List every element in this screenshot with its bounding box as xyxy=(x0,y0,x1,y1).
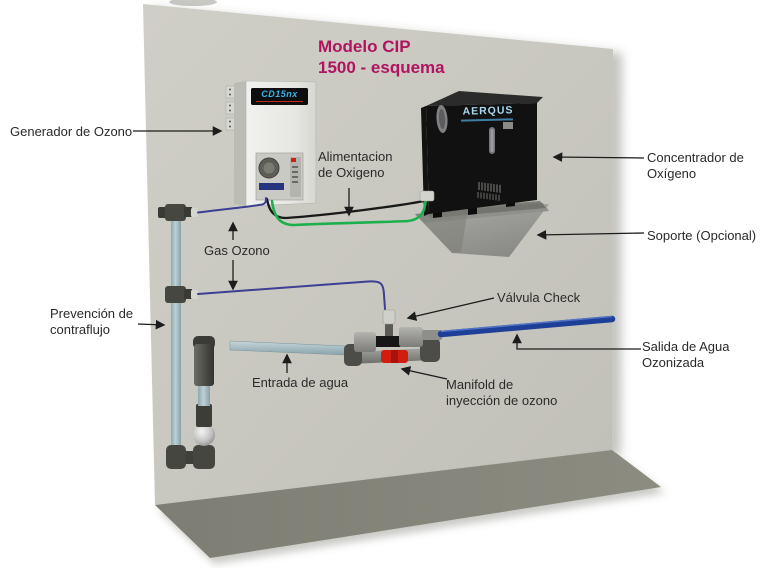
ozonated-water-pipe xyxy=(437,315,616,338)
injection-manifold xyxy=(344,309,442,366)
pipe-fitting xyxy=(196,404,212,427)
check-valve xyxy=(382,309,396,325)
arrow-soporte xyxy=(536,229,645,240)
label-soporte-opcional: Soporte (Opcional) xyxy=(647,228,757,243)
top-edge-shadow xyxy=(169,0,217,6)
generator-logo-underline xyxy=(256,101,303,102)
diagram-title: Modelo CIP 1500 - esquema xyxy=(318,37,445,78)
concentrator-front-face xyxy=(426,103,537,214)
small-label xyxy=(503,122,513,129)
arrow-salida xyxy=(512,333,641,350)
ozone-gas-line-lower xyxy=(197,280,386,310)
foot xyxy=(468,207,477,215)
tee-fitting-top xyxy=(158,204,198,221)
label-entrada-de-agua: Entrada de agua xyxy=(252,375,349,390)
elbow-left xyxy=(166,445,186,469)
arrow-prevencion xyxy=(137,319,166,330)
label-generador-de-ozono: Generador de Ozono xyxy=(10,124,133,139)
elbow-right xyxy=(193,445,215,469)
label-alimentacion-oxigeno: Alimentacion de Oxigeno xyxy=(318,149,393,180)
arrow-valvula-check xyxy=(406,297,495,321)
label-manifold-inyeccion: Manifold de inyección de ozono xyxy=(446,377,558,408)
panel-display xyxy=(259,183,284,190)
bypass-elbow-right xyxy=(420,338,440,362)
concentrator-logo: AERQUS xyxy=(462,104,514,118)
union-fitting-left xyxy=(354,332,376,352)
annotation-arrows xyxy=(133,126,645,380)
arrow-concentrador xyxy=(552,152,645,162)
panel-indicator-led xyxy=(291,158,296,162)
oxygen-elbow-fitting xyxy=(419,190,435,202)
label-salida-agua-ozonizada: Salida de Agua Ozonizada xyxy=(642,339,730,370)
ozone-gas-line-upper xyxy=(197,197,267,214)
compression-fitting xyxy=(191,290,198,299)
label-valvula-check: Válvula Check xyxy=(497,290,581,305)
mounting-tabs xyxy=(225,85,236,131)
shelf-bracket xyxy=(415,201,549,257)
label-prevencion-contraflujo: Prevención de contraflujo xyxy=(50,306,134,337)
label-concentrador-oxigeno: Concentrador de Oxígeno xyxy=(647,150,744,181)
generator-logo: CD15nx xyxy=(251,88,308,105)
generator-control-panel xyxy=(255,152,304,201)
union-fitting-right xyxy=(399,327,423,347)
oxygen-concentrator-unit xyxy=(421,91,543,218)
compression-fitting xyxy=(191,208,198,217)
tee-fitting-middle xyxy=(165,286,198,303)
power-cable xyxy=(265,197,426,220)
union-black xyxy=(375,336,401,347)
ball-valve xyxy=(193,424,215,446)
backflow-cylinder xyxy=(194,344,214,386)
check-valve-column xyxy=(193,336,215,446)
outlet-stub xyxy=(422,330,442,340)
label-gas-ozono: Gas Ozono xyxy=(204,243,270,258)
backflow-prevention-piping xyxy=(158,204,215,469)
check-valve-stub xyxy=(385,322,393,336)
oxygen-feed-tube xyxy=(270,197,428,227)
generator-side-face xyxy=(234,81,246,206)
concentrator-top-face xyxy=(426,91,543,106)
vent-grille xyxy=(477,182,501,201)
arrow-manifold xyxy=(400,366,448,380)
vertical-water-pipe xyxy=(171,216,181,456)
floor xyxy=(155,450,661,558)
pipe-segment xyxy=(198,383,210,406)
concentrator-side-sliver xyxy=(421,106,429,216)
